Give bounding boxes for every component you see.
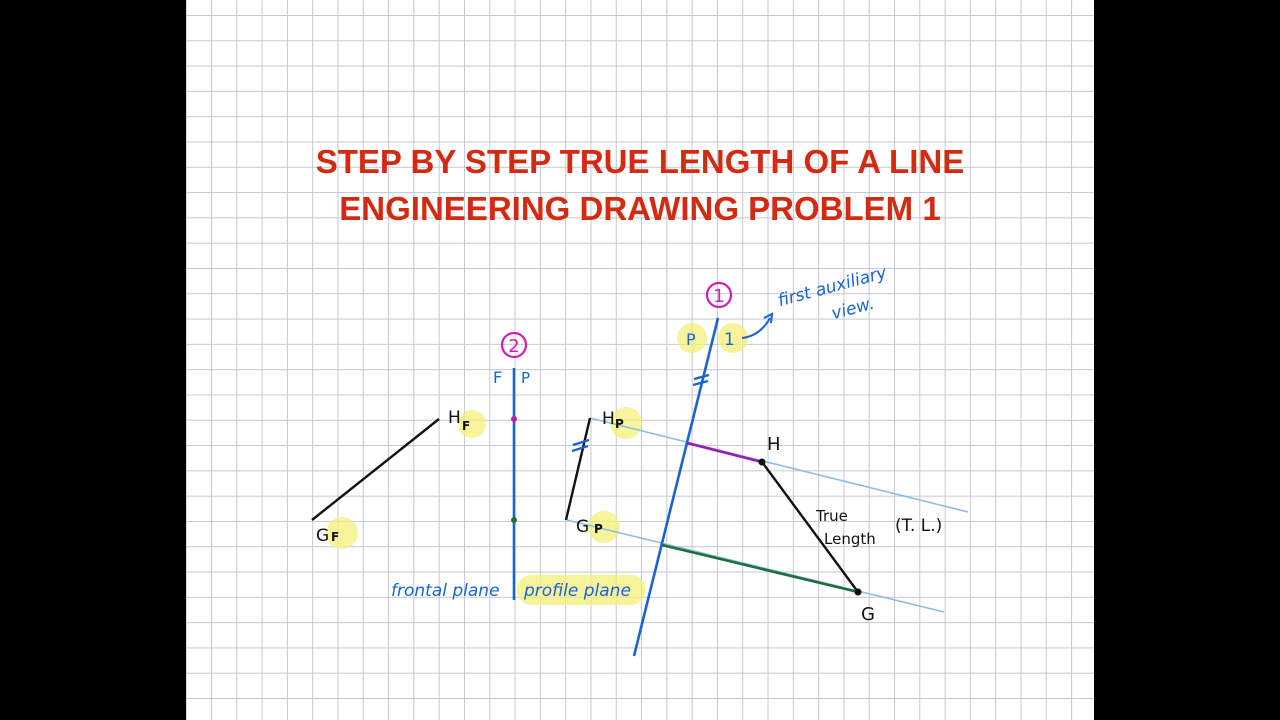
h-label: H xyxy=(767,434,781,455)
profile-view-line xyxy=(564,417,592,521)
equal-mark-profile xyxy=(571,438,590,453)
fold-number-circle-1 xyxy=(705,281,733,309)
g-label: G xyxy=(861,604,875,625)
highlight-gp xyxy=(588,511,620,543)
fold-line-p1 xyxy=(632,317,720,657)
projection-lines xyxy=(566,417,969,613)
h-distance-segment xyxy=(686,441,763,464)
hp-label: H xyxy=(602,409,615,429)
true-length-label-line1: True xyxy=(815,507,848,525)
highlight-1 xyxy=(718,323,748,353)
hf-subscript: F xyxy=(462,419,470,433)
frontal-plane-label: frontal plane xyxy=(391,581,500,601)
g-distance-segment xyxy=(661,543,859,594)
first-aux-label-line2: view. xyxy=(829,294,876,325)
true-length-line xyxy=(761,461,859,593)
highlight-p xyxy=(677,323,707,353)
front-view-line xyxy=(311,418,440,521)
fold2-left-label: F xyxy=(493,368,502,387)
point-h xyxy=(758,458,766,466)
point-g-on-fold xyxy=(511,517,517,523)
gp-label: G xyxy=(576,517,589,537)
equal-mark-fold xyxy=(692,373,710,387)
point-h-on-fold xyxy=(511,416,517,422)
fold-number-2: 2 xyxy=(508,336,519,357)
profile-plane-label: profile plane xyxy=(523,581,631,601)
highlights xyxy=(326,323,748,605)
fold-number-1: 1 xyxy=(713,286,724,307)
title-line-1: STEP BY STEP TRUE LENGTH OF A LINE xyxy=(315,143,965,180)
graph-paper-page xyxy=(186,0,1094,720)
fold1-left-label: P xyxy=(686,330,696,349)
hf-label: H xyxy=(448,408,461,428)
arrow-icon xyxy=(741,317,771,339)
title-line-2: ENGINEERING DRAWING PROBLEM 1 xyxy=(339,190,941,227)
highlight-hp xyxy=(610,407,642,439)
fold1-right-label: 1 xyxy=(724,330,735,350)
true-length-label-line2: Length xyxy=(824,530,876,548)
fold2-right-label: P xyxy=(521,369,530,387)
gf-subscript: F xyxy=(331,530,339,544)
arrowhead-icon xyxy=(763,312,774,324)
hp-subscript: P xyxy=(615,417,624,431)
fold-number-circle-2 xyxy=(500,331,528,359)
highlight-hf xyxy=(458,410,486,438)
highlight-profile-plane xyxy=(517,575,645,605)
gp-subscript: P xyxy=(594,522,603,536)
gf-label: G xyxy=(316,526,329,546)
tl-abbrev-label: (T. L.) xyxy=(895,516,942,536)
highlight-gf xyxy=(326,517,358,549)
point-g xyxy=(854,588,862,596)
